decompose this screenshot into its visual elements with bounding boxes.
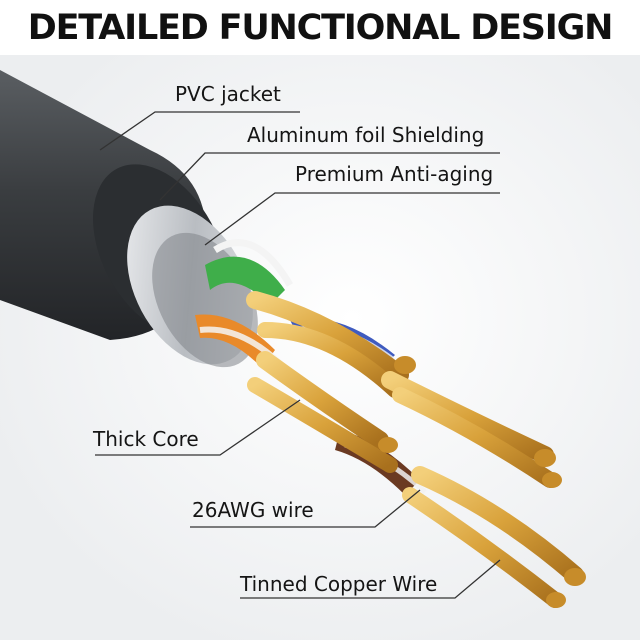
tinned-copper-label: Tinned Copper Wire: [240, 572, 438, 596]
pvc-jacket-label: PVC jacket: [175, 82, 281, 106]
callout-leader-lines: [95, 111, 501, 599]
tinned-copper-strands: [246, 291, 586, 608]
headline: DETAILED FUNCTIONAL DESIGN: [27, 8, 614, 48]
aluminum-foil-label: Aluminum foil Shielding: [247, 123, 485, 147]
anti-aging-label: Premium Anti-aging: [295, 162, 494, 186]
thick-core-label: Thick Core: [93, 427, 199, 451]
awg-wire-label: 26AWG wire: [192, 498, 314, 522]
